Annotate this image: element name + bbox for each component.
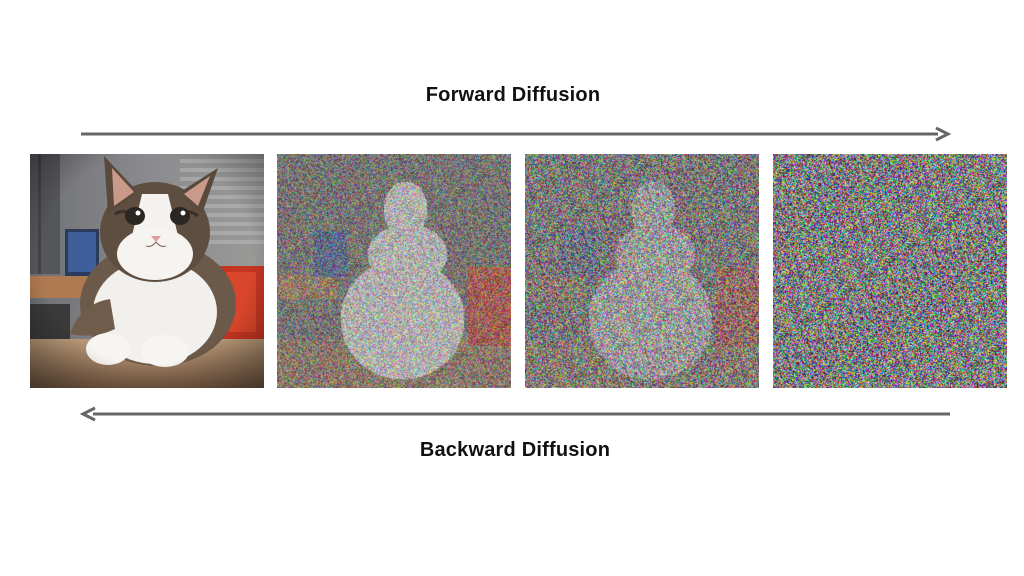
noise-canvas-3 bbox=[773, 154, 1007, 388]
backward-diffusion-label: Backward Diffusion bbox=[419, 439, 611, 461]
noisy-cat-image-step-2 bbox=[525, 154, 759, 388]
cat-photo bbox=[30, 154, 264, 388]
backward-arrow bbox=[79, 406, 950, 422]
noise-canvas-1 bbox=[277, 154, 511, 388]
forward-arrow bbox=[81, 126, 952, 142]
pure-noise-image bbox=[773, 154, 1007, 388]
forward-diffusion-label: Forward Diffusion bbox=[425, 84, 601, 106]
clean-cat-image bbox=[30, 154, 264, 388]
noise-canvas-2 bbox=[525, 154, 759, 388]
noisy-cat-image-step-1 bbox=[277, 154, 511, 388]
